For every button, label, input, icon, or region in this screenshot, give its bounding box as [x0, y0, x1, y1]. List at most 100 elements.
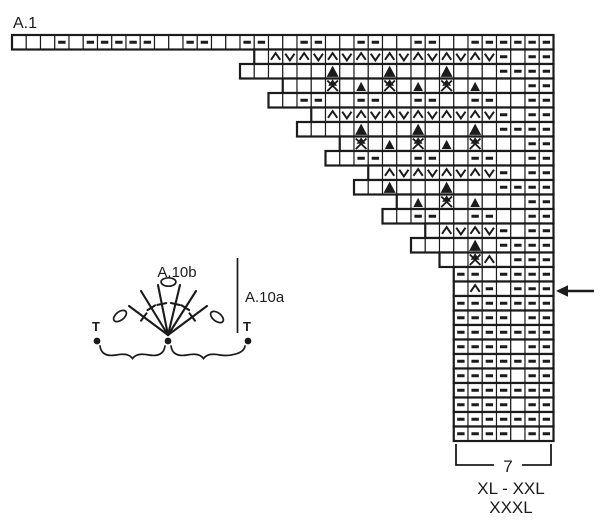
- symbol-purl-dash: [499, 113, 508, 117]
- symbol-purl-dash: [428, 40, 437, 44]
- chart-cell: [510, 396, 526, 413]
- chart-cell: [396, 150, 412, 167]
- chart-cell: [510, 425, 526, 442]
- chart-cell: [282, 92, 298, 109]
- symbol-purl-dash: [528, 69, 536, 73]
- chart-cell: [296, 121, 312, 138]
- symbol-purl-dash: [499, 432, 508, 436]
- symbol-chevron-down: [341, 111, 353, 121]
- symbol-purl-dash: [86, 40, 95, 44]
- symbol-purl-dash: [457, 301, 465, 305]
- symbol-chevron-up: [469, 283, 481, 293]
- symbol-purl-dash: [471, 316, 479, 320]
- treble-stitch-fan-icon: [127, 283, 209, 337]
- symbol-chevron-down: [483, 227, 495, 237]
- chart-cell: [339, 34, 355, 51]
- symbol-chevron-down: [483, 111, 495, 121]
- symbol-purl-dash: [528, 113, 536, 117]
- symbol-large-bobble-triangle: [355, 123, 368, 135]
- symbol-chevron-up: [441, 51, 453, 61]
- symbol-purl-dash: [542, 403, 551, 407]
- symbol-chevron-up: [469, 225, 481, 235]
- chart-cell: [168, 34, 184, 51]
- symbol-purl-dash: [414, 40, 422, 44]
- symbol-purl-dash: [428, 214, 437, 218]
- symbol-large-bobble-triangle: [412, 123, 425, 135]
- chain-stitch-ovals-icon: [112, 276, 225, 324]
- chart-cell: [453, 237, 469, 254]
- symbol-large-bobble-triangle: [326, 65, 339, 77]
- symbol-purl-dash: [542, 171, 551, 175]
- chart-cell: [424, 193, 441, 210]
- chart-cell: [267, 34, 284, 51]
- symbol-chevron-up: [469, 51, 481, 61]
- chart-cell: [324, 34, 341, 51]
- chart-cell: [438, 150, 455, 167]
- row-outline: [452, 425, 555, 443]
- chart-cell: [438, 237, 455, 254]
- symbol-large-bobble-triangle: [383, 65, 396, 77]
- chart-cell: [253, 48, 270, 65]
- symbol-chevron-up: [469, 167, 481, 177]
- chart-cell: [210, 34, 227, 51]
- chart-cell: [495, 193, 512, 210]
- symbol-purl-dash: [528, 258, 536, 262]
- symbol-crossed-stitch-bobble-cap: [413, 137, 423, 144]
- symbol-purl-dash: [542, 84, 551, 88]
- chart-cell: [495, 208, 512, 225]
- symbol-purl-dash: [542, 214, 551, 218]
- symbol-purl-dash: [143, 40, 152, 44]
- symbol-purl-dash: [58, 40, 66, 44]
- symbol-purl-dash: [457, 417, 465, 421]
- chart-cell: [438, 34, 455, 51]
- symbol-purl-dash: [528, 229, 536, 233]
- symbol-chevron-up: [483, 254, 495, 264]
- chart-cell: [396, 193, 412, 210]
- chart-cell: [481, 77, 498, 94]
- chart-cell: [339, 150, 355, 167]
- symbol-purl-dash: [499, 388, 508, 392]
- symbol-purl-dash: [457, 272, 465, 276]
- symbol-chevron-down: [426, 53, 438, 63]
- chart-cell: [467, 63, 483, 80]
- chart-cell: [68, 34, 84, 51]
- symbol-purl-dash: [414, 98, 422, 102]
- symbol-chevron-down: [398, 169, 410, 179]
- symbol-purl-dash: [357, 156, 365, 160]
- chart-cell: [381, 34, 398, 51]
- anchor-dots: [93, 337, 252, 345]
- chart-cell: [367, 63, 384, 80]
- symbol-purl-dash: [528, 171, 536, 175]
- symbol-purl-dash: [499, 55, 508, 59]
- symbol-chevron-up: [412, 109, 424, 119]
- symbol-purl-dash: [528, 98, 536, 102]
- symbol-purl-dash: [528, 374, 536, 378]
- chart-cell: [495, 251, 512, 268]
- symbol-purl-dash: [542, 156, 551, 160]
- chart-cell: [324, 121, 341, 138]
- symbol-crossed-stitch-bobble-cap: [470, 253, 480, 260]
- symbol-purl-dash: [471, 403, 479, 407]
- chart-cell: [453, 121, 469, 138]
- chart-cell: [339, 121, 355, 138]
- symbol-chevron-down: [312, 53, 324, 63]
- chart-cell: [396, 63, 412, 80]
- chart-cell: [481, 63, 498, 80]
- symbol-chevron-down: [284, 53, 296, 63]
- symbol-chevron-down: [398, 111, 410, 121]
- chart-cell: [481, 135, 498, 152]
- symbol-purl-dash: [457, 403, 465, 407]
- symbol-purl-dash: [485, 287, 494, 291]
- symbol-purl-dash: [371, 98, 380, 102]
- symbol-purl-dash: [528, 40, 536, 44]
- symbol-chevron-down: [455, 227, 467, 237]
- symbol-purl-dash: [499, 374, 508, 378]
- chart-cell: [453, 280, 469, 297]
- symbol-purl-dash: [457, 432, 465, 436]
- chart-cell: [424, 77, 441, 94]
- symbol-purl-dash: [499, 229, 508, 233]
- symbol-purl-dash: [314, 40, 323, 44]
- chart-cell: [481, 237, 498, 254]
- symbol-purl-dash: [528, 214, 536, 218]
- symbol-purl-dash: [499, 316, 508, 320]
